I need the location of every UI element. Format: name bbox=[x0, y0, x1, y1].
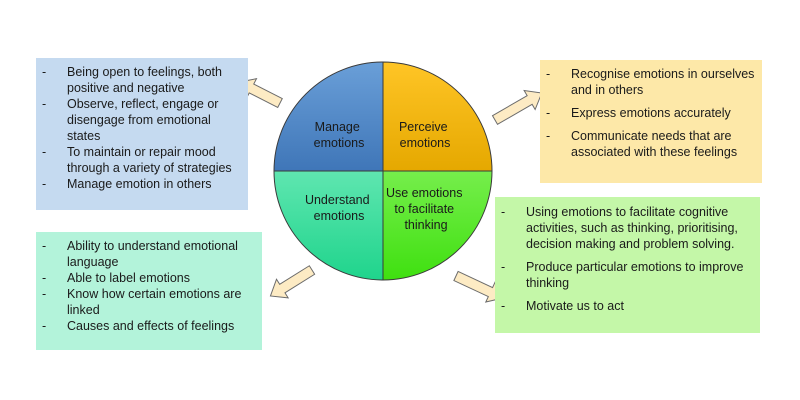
list-item: Using emotions to facilitate cognitive a… bbox=[495, 204, 756, 252]
list-item: Motivate us to act bbox=[495, 298, 756, 314]
list-item: Express emotions accurately bbox=[540, 105, 758, 121]
manage-list: Being open to feelings, both positive an… bbox=[36, 64, 244, 192]
label-line: Manage bbox=[315, 120, 360, 134]
list-item: Know how certain emotions are linked bbox=[36, 286, 258, 318]
list-item: To maintain or repair mood through a var… bbox=[36, 144, 244, 176]
arrow-to-understand-icon bbox=[269, 265, 316, 299]
label-line: to facilitate bbox=[394, 202, 454, 216]
understand-list: Ability to understand emotional language… bbox=[36, 238, 258, 334]
use-list: Using emotions to facilitate cognitive a… bbox=[495, 204, 756, 314]
list-item: Produce particular emotions to improve t… bbox=[495, 259, 756, 291]
list-item: Able to label emotions bbox=[36, 270, 258, 286]
list-item: Recognise emotions in ourselves and in o… bbox=[540, 66, 758, 98]
understand-emotions-box: Ability to understand emotional language… bbox=[36, 232, 262, 350]
quadrant-understand-label: Understand emotions bbox=[305, 193, 373, 223]
label-line: emotions bbox=[314, 136, 365, 150]
quadrant-manage bbox=[273, 61, 384, 172]
list-item: Communicate needs that are associated wi… bbox=[540, 128, 758, 160]
label-line: Perceive bbox=[399, 120, 448, 134]
list-item: Ability to understand emotional language bbox=[36, 238, 258, 270]
use-emotions-box: Using emotions to facilitate cognitive a… bbox=[495, 197, 760, 333]
list-item: Observe, reflect, engage or disengage fr… bbox=[36, 96, 244, 144]
quadrant-perceive bbox=[382, 61, 493, 172]
list-item: Manage emotion in others bbox=[36, 176, 244, 192]
arrow-to-perceive-icon bbox=[491, 89, 543, 126]
quadrant-perceive-label: Perceive emotions bbox=[399, 120, 451, 150]
list-item: Being open to feelings, both positive an… bbox=[36, 64, 244, 96]
list-item: Causes and effects of feelings bbox=[36, 318, 258, 334]
quadrant-use bbox=[382, 170, 493, 281]
quadrant-use-label: Use emotions to facilitate thinking bbox=[386, 186, 466, 232]
perceive-emotions-box: Recognise emotions in ourselves and in o… bbox=[540, 60, 762, 183]
quadrant-manage-label: Manage emotions bbox=[314, 120, 365, 150]
manage-emotions-box: Being open to feelings, both positive an… bbox=[36, 58, 248, 210]
label-line: emotions bbox=[400, 136, 451, 150]
label-line: emotions bbox=[314, 209, 365, 223]
label-line: Use emotions bbox=[386, 186, 462, 200]
quadrant-understand bbox=[273, 170, 384, 281]
label-line: Understand bbox=[305, 193, 370, 207]
perceive-list: Recognise emotions in ourselves and in o… bbox=[540, 66, 758, 160]
label-line: thinking bbox=[404, 218, 447, 232]
